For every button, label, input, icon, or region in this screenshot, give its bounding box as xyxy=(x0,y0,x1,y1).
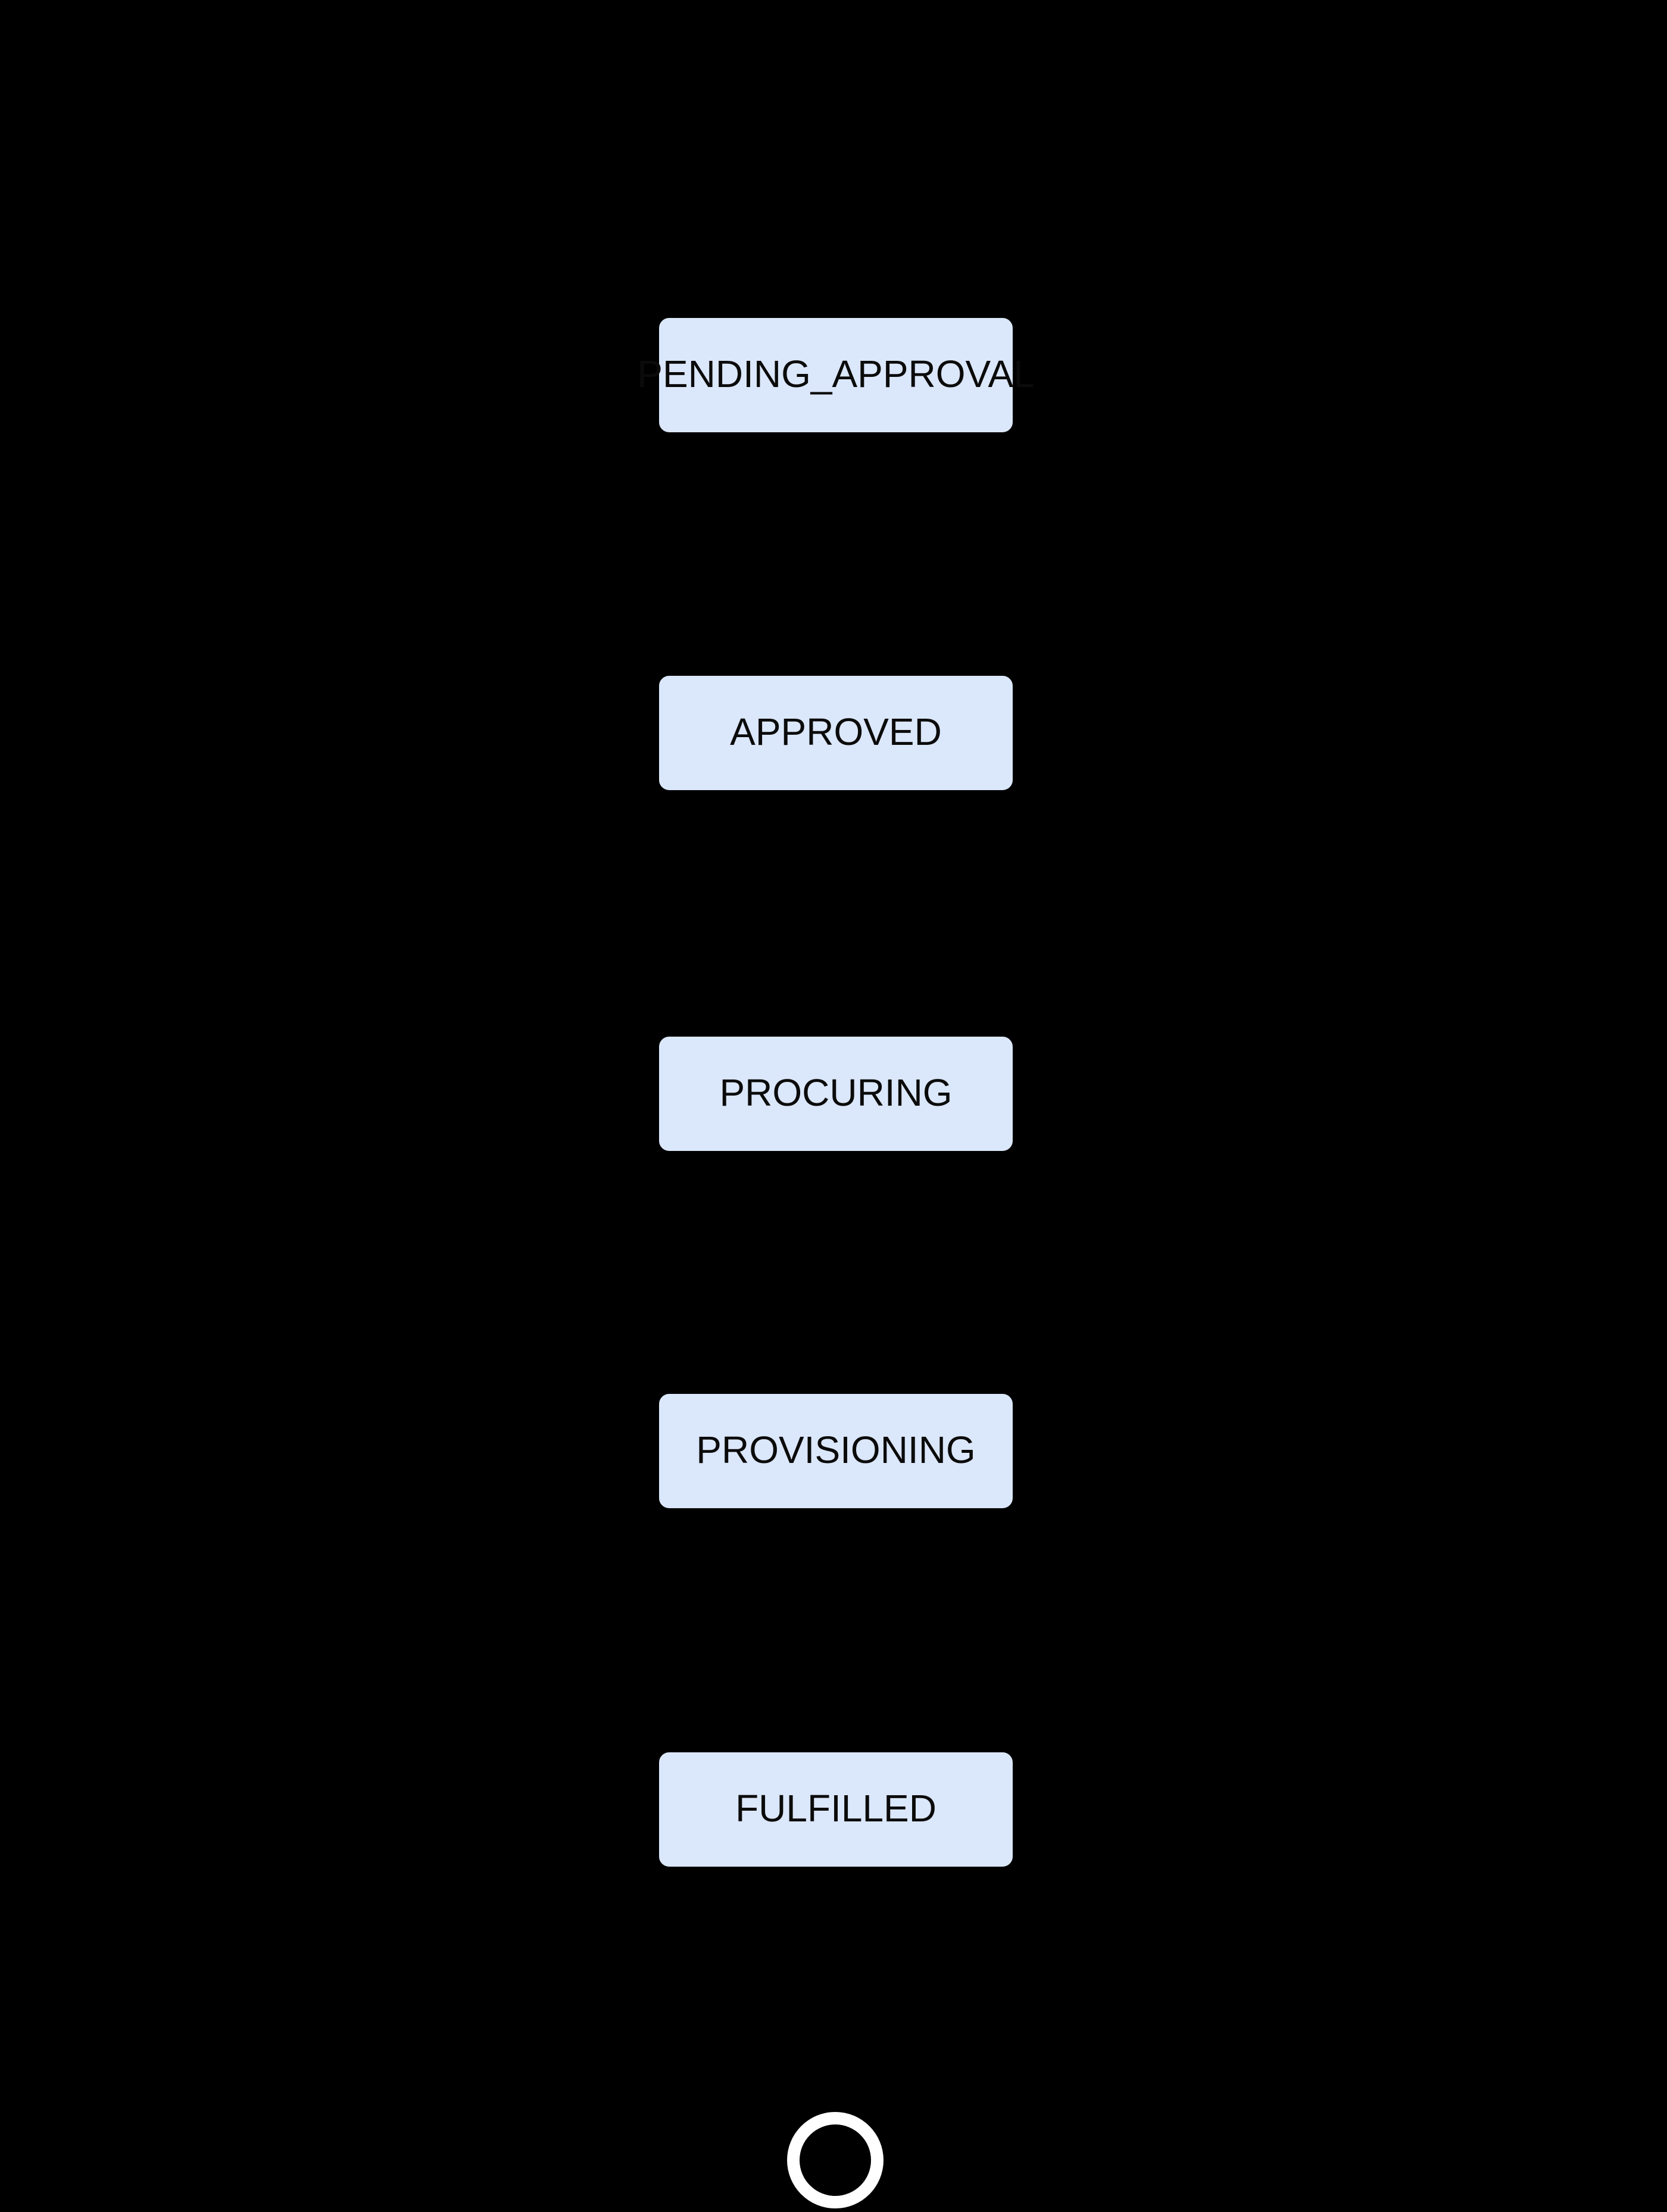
edge-pending-approval-to-approved xyxy=(827,432,844,676)
node-pending-approval-shape[interactable] xyxy=(659,318,1013,432)
node-provisioning[interactable]: PROVISIONING xyxy=(659,1394,1013,1508)
end-state-marker[interactable] xyxy=(787,2112,884,2208)
node-approved[interactable]: APPROVED xyxy=(659,676,1013,790)
node-pending-approval-label: PENDING_APPROVAL xyxy=(637,352,1034,395)
node-fulfilled-shape[interactable] xyxy=(659,1752,1013,1867)
node-provisioning-label: PROVISIONING xyxy=(696,1428,975,1471)
node-procuring-label: PROCURING xyxy=(719,1071,952,1114)
edge-provisioning-to-fulfilled xyxy=(827,1508,844,1753)
edge-group xyxy=(827,432,844,2112)
node-procuring-shape[interactable] xyxy=(659,1037,1013,1151)
node-fulfilled[interactable]: FULFILLED xyxy=(659,1752,1013,1867)
edge-approved-to-procuring xyxy=(827,790,844,1037)
node-pending-approval[interactable]: PENDING_APPROVAL xyxy=(637,318,1035,432)
node-fulfilled-label: FULFILLED xyxy=(735,1787,936,1830)
node-approved-shape[interactable] xyxy=(659,676,1013,790)
edge-fulfilled-to-end-state xyxy=(827,1866,844,2112)
node-approved-label: APPROVED xyxy=(730,710,942,753)
node-procuring[interactable]: PROCURING xyxy=(659,1037,1013,1151)
end-state-inner-circle xyxy=(800,2124,871,2196)
edge-procuring-to-provisioning xyxy=(827,1150,844,1394)
node-provisioning-shape[interactable] xyxy=(659,1394,1013,1508)
